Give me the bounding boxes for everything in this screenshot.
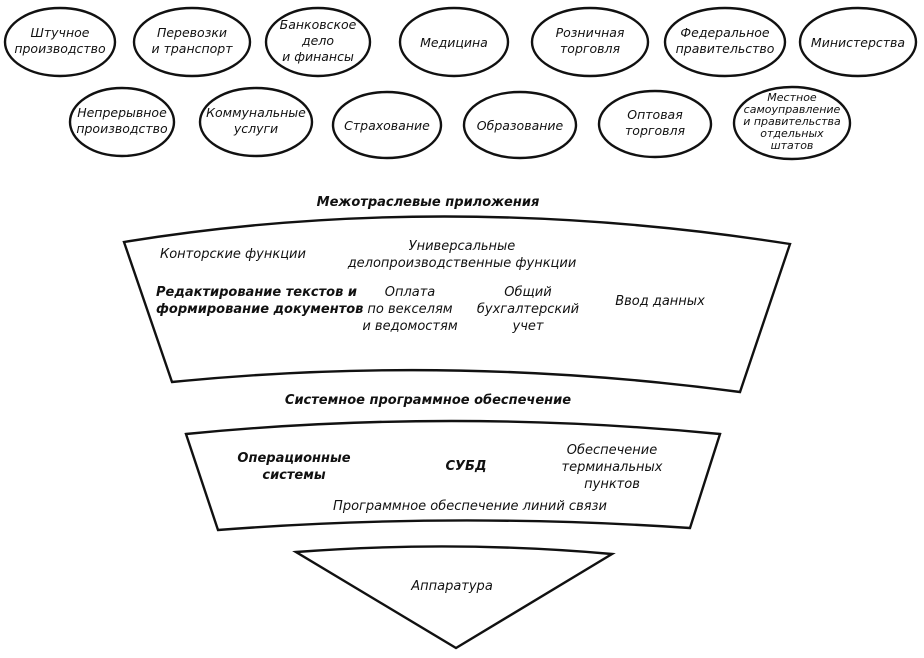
general-ledger-line: учет [512, 319, 544, 334]
office-functions-label: Конторские функции [160, 247, 306, 262]
oval-line: производство [76, 121, 168, 136]
oval-line: Образование [477, 118, 564, 133]
general-ledger-line: бухгалтерский [477, 302, 579, 317]
industry-oval-local-government: Местное самоуправление и правительства о… [732, 85, 852, 161]
text-editing-line: Редактирование текстов и [156, 285, 357, 300]
oval-line: и финансы [282, 49, 354, 64]
oval-line: Коммунальные [206, 105, 306, 120]
oval-line: торговля [625, 123, 685, 138]
oval-line: Местное [767, 91, 817, 104]
industry-oval-education: Образование [462, 90, 578, 160]
oval-line: дело [301, 33, 334, 48]
industry-oval-wholesale: Оптовая торговля [597, 89, 713, 159]
industry-oval-medicine: Медицина [398, 6, 510, 78]
industry-oval-banking: Банковское дело и финансы [264, 6, 372, 78]
industry-oval-federal-government: Федеральное правительство [663, 6, 787, 78]
oval-line: Министерства [811, 35, 905, 50]
oval-line: и правительства [743, 115, 841, 128]
terminal-support-line: пунктов [584, 477, 640, 492]
comm-software-label: Программное обеспечение линий связи [333, 499, 607, 514]
oval-line: Розничная [556, 25, 625, 40]
terminal-support-line: Обеспечение [567, 443, 658, 458]
oval-line: торговля [560, 41, 620, 56]
billing-line: Оплата [385, 285, 436, 300]
oval-line: Перевозки [157, 25, 227, 40]
cross-industry-title: Межотраслевые приложения [317, 195, 540, 210]
oval-line: Непрерывное [77, 105, 167, 120]
industry-oval-insurance: Страхование [331, 90, 443, 160]
oval-line: самоуправление [744, 103, 841, 116]
hardware-label: Аппаратура [410, 579, 493, 594]
text-editing-line: формирование документов [156, 302, 363, 317]
oval-line: услуги [233, 121, 278, 136]
billing-line: по векселям [367, 302, 452, 317]
operating-systems-line: системы [262, 468, 325, 483]
oval-line: Медицина [420, 35, 488, 50]
billing-line: и ведомостям [362, 319, 457, 334]
industry-oval-retail: Розничная торговля [530, 6, 650, 78]
oval-line: отдельных [760, 127, 824, 140]
oval-line: Федеральное [680, 25, 770, 40]
universal-functions-line: делопроизводственные функции [347, 256, 577, 271]
oval-line: Штучное [31, 25, 90, 40]
dbms-label: СУБД [445, 459, 486, 474]
oval-line: штатов [771, 139, 814, 152]
industry-oval-ministries: Министерства [798, 6, 918, 78]
universal-functions-line: Универсальные [409, 239, 516, 254]
oval-line: правительство [676, 41, 775, 56]
cross-industry-band [122, 215, 792, 394]
oval-line: Оптовая [627, 107, 683, 122]
industry-oval-continuous-manufacturing: Непрерывное производство [68, 86, 176, 158]
system-software-band [184, 419, 722, 532]
oval-line: Страхование [344, 118, 430, 133]
industry-oval-piece-manufacturing: Штучное производство [3, 6, 117, 78]
oval-line: Банковское [280, 17, 357, 32]
industry-oval-utilities: Коммунальные услуги [198, 86, 314, 158]
data-entry-label: Ввод данных [615, 294, 705, 309]
general-ledger-line: Общий [504, 285, 551, 300]
oval-line: производство [14, 41, 106, 56]
industry-oval-transport: Перевозки и транспорт [132, 6, 252, 78]
oval-line: и транспорт [151, 41, 233, 56]
terminal-support-line: терминальных [562, 460, 663, 475]
operating-systems-line: Операционные [237, 451, 350, 466]
hardware-triangle [292, 545, 616, 650]
system-software-title: Системное программное обеспечение [285, 393, 571, 408]
